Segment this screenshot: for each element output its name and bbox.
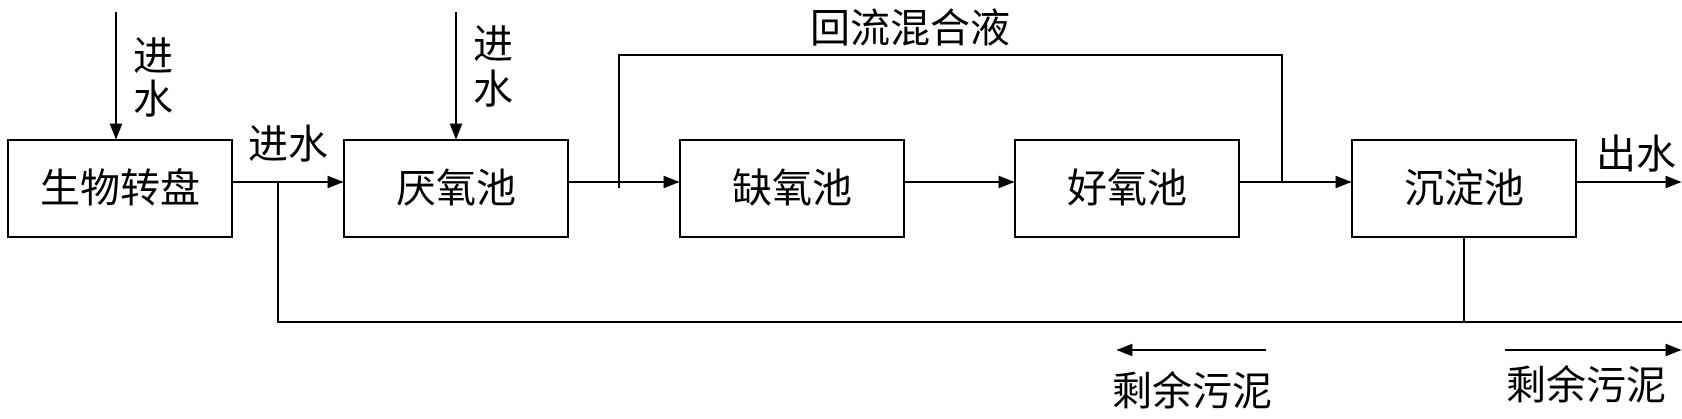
sludge-return-line [277,182,1682,323]
inflow-2-label-line1: 进 [473,22,513,68]
settling-tank-box: 沉淀池 [1351,139,1577,238]
anaerobic-tank-box: 厌氧池 [343,139,569,238]
inflow-1-label-line2: 水 [133,77,173,123]
settling-tank-label: 沉淀池 [1404,166,1524,212]
reflux-label: 回流混合液 [810,6,1010,52]
reflux-loop-line [618,54,1283,188]
anoxic-tank-box: 缺氧池 [679,139,905,238]
sludge-left-label: 剩余污泥 [1112,369,1272,415]
aerobic-tank-box: 好氧池 [1014,139,1240,238]
aerobic-tank-label: 好氧池 [1067,166,1187,212]
sludge-right-label: 剩余污泥 [1506,363,1666,409]
inflow-mid-label: 进水 [248,122,328,168]
outflow-label: 出水 [1596,132,1676,178]
rotating-disc-label: 生物转盘 [40,166,200,212]
rotating-disc-box: 生物转盘 [7,139,233,238]
inflow-1-label-line1: 进 [133,34,173,80]
anaerobic-tank-label: 厌氧池 [396,166,516,212]
inflow-2-label-line2: 水 [473,67,513,113]
anoxic-tank-label: 缺氧池 [732,166,852,212]
